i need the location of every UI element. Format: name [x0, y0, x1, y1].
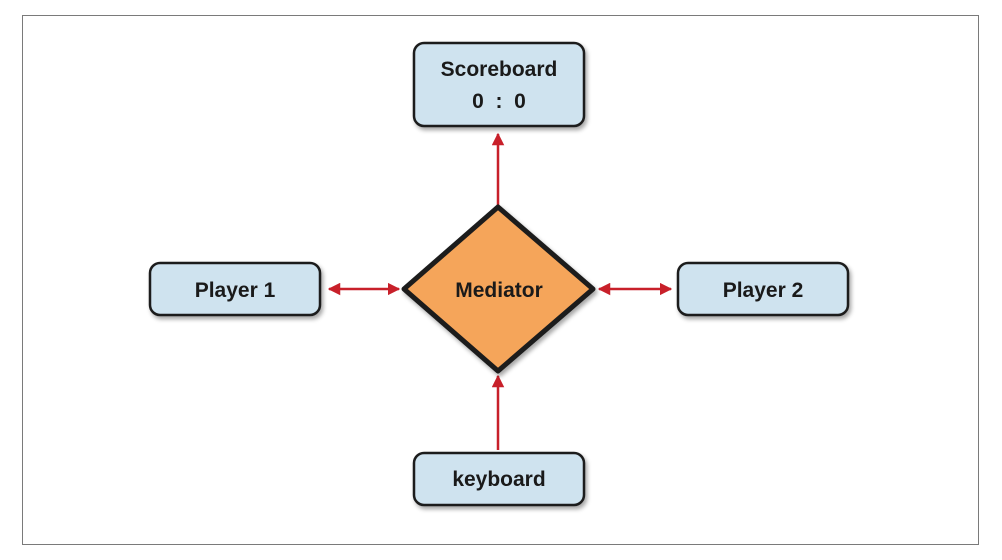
- player1-label: Player 1: [195, 279, 276, 302]
- mediator-label: Mediator: [455, 279, 543, 302]
- player2-label: Player 2: [723, 279, 804, 302]
- keyboard-node: keyboard: [412, 451, 586, 507]
- scoreboard-node: Scoreboard 0 : 0: [412, 41, 586, 128]
- connectors: [327, 132, 673, 450]
- mediator-node: Mediator: [401, 204, 596, 374]
- player1-node: Player 1: [148, 261, 322, 317]
- scoreboard-title: Scoreboard: [441, 58, 558, 81]
- keyboard-label: keyboard: [452, 468, 545, 491]
- player2-node: Player 2: [676, 261, 850, 317]
- scoreboard-score: 0 : 0: [472, 90, 526, 113]
